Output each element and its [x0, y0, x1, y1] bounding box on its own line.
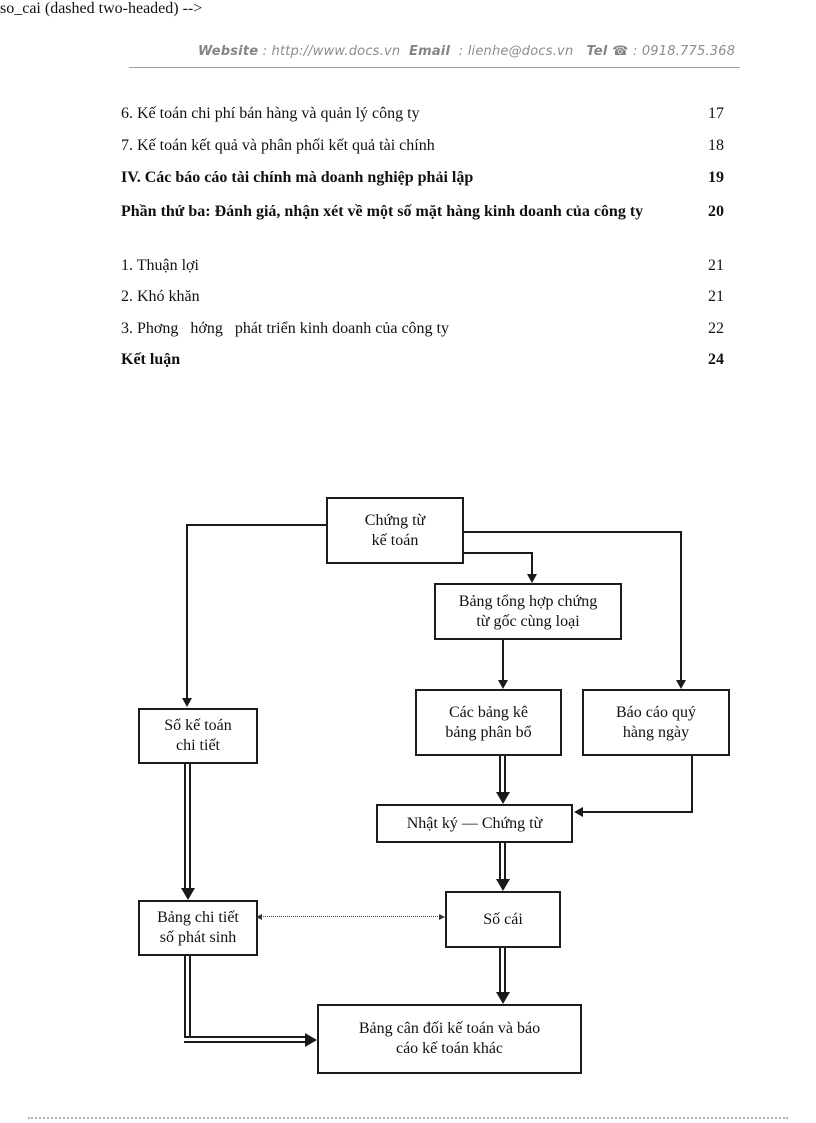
toc-row: 3. Phơng hớng phát triển kinh doanh của … [121, 318, 724, 339]
node-bang-chi-tiet: Bảng chi tiết số phát sinh [138, 900, 258, 956]
toc-item-label: 6. Kế toán chi phí bán hàng và quản lý c… [121, 105, 420, 122]
connector-bangchitiet-socai-dashed [261, 916, 440, 917]
arrowhead-to-cac-bang-ke [498, 680, 508, 689]
arrowhead-to-bang-can-doi-left [305, 1033, 317, 1047]
node-so-ke-toan-chi-tiet: Sổ kế toán chi tiết [138, 708, 258, 764]
node-bao-cao-quy: Báo cáo quý hàng ngày [582, 689, 730, 756]
connector-chungtu-right-h2 [464, 552, 533, 554]
arrowhead-to-bang-tong-hop [527, 574, 537, 583]
toc-page-number: 20 [708, 203, 724, 220]
arrowhead-to-bang-can-doi-top [496, 992, 510, 1004]
connector-nhatky-to-socai-dv [499, 843, 506, 879]
arrowhead-to-bao-cao-quy [676, 680, 686, 689]
header-email-label: Email [409, 44, 451, 59]
toc-page-number: 24 [708, 351, 724, 368]
arrowhead-dashed-left [256, 914, 262, 920]
toc-item-label: Kết luận [121, 351, 181, 368]
toc-item-label: 3. Phơng hớng phát triển kinh doanh của … [121, 320, 449, 337]
toc-row: 6. Kế toán chi phí bán hàng và quản lý c… [121, 103, 724, 124]
toc-row: 7. Kế toán kết quả và phân phối kết quả … [121, 135, 724, 156]
toc-item-label: 1. Thuận lợi [121, 257, 199, 274]
header-email-value: : lienhe@docs.vn [450, 44, 587, 59]
header-website-value: : http://www.docs.vn [258, 44, 409, 59]
toc-row: Kết luận 24 [121, 349, 724, 370]
node-bang-tong-hop: Bảng tổng hợp chứng từ gốc cùng loại [434, 583, 622, 640]
connector-baocao-to-nhatky-h [583, 811, 693, 813]
connector-bangchitiet-down-dv [184, 956, 191, 1043]
node-label: Nhật ký — Chứng từ [406, 814, 543, 832]
node-label: Báo cáo quý hàng ngày [616, 703, 696, 741]
connector-chungtu-left-v [186, 524, 188, 698]
footer-rule [28, 1117, 788, 1119]
node-cac-bang-ke: Các bảng kê bảng phân bổ [415, 689, 562, 756]
node-nhat-ky-chung-tu: Nhật ký — Chứng từ [376, 804, 573, 843]
node-label: Bảng chi tiết số phát sinh [157, 909, 239, 946]
connector-chungtu-right-h1 [464, 531, 682, 533]
connector-tonghop-to-bangke-v [502, 640, 504, 680]
page-header: Website : http://www.docs.vn Email : lie… [198, 44, 735, 64]
connector-socai-to-bangcandoi-dv [499, 948, 506, 992]
header-website-label: Website [198, 44, 259, 59]
toc-row: Phần thứ ba: Đánh giá, nhận xét về một s… [121, 199, 724, 224]
connector-chungtu-right-v2 [531, 552, 533, 574]
connector-bangke-to-nhatky-dv [499, 756, 506, 792]
header-rule [129, 67, 740, 68]
toc-page-number: 18 [708, 137, 724, 154]
arrowhead-to-so-ke-toan [182, 698, 192, 707]
node-bang-can-doi: Bảng cân đối kế toán và báo cáo kế toán … [317, 1004, 582, 1074]
connector-chungtu-left-h [187, 524, 326, 526]
arrowhead-to-bang-chi-tiet [181, 888, 195, 900]
toc-row: IV. Các báo cáo tài chính mà doanh nghiệ… [121, 167, 724, 188]
toc-item-label: IV. Các báo cáo tài chính mà doanh nghiệ… [121, 169, 474, 186]
connector-chungtu-right-v1 [680, 531, 682, 680]
node-label: Chứng từ kế toán [364, 511, 426, 549]
arrowhead-to-so-cai [496, 879, 510, 891]
toc-item-label: Phần thứ ba: Đánh giá, nhận xét về một s… [121, 203, 644, 220]
toc-row: 2. Khó khăn 21 [121, 286, 724, 307]
node-label: Bảng cân đối kế toán và báo cáo kế toán … [358, 1020, 541, 1057]
arrowhead-to-nhat-ky-right [574, 807, 583, 817]
node-label: Các bảng kê bảng phân bổ [445, 703, 532, 741]
phone-icon: ☎ [607, 44, 629, 59]
node-label: Sổ kế toán chi tiết [164, 717, 232, 754]
toc-page-number: 21 [708, 257, 724, 274]
toc-item-label: 2. Khó khăn [121, 288, 200, 305]
header-tel-label: Tel [586, 44, 608, 59]
connector-baocao-down-v [691, 756, 693, 813]
toc-page-number: 17 [708, 105, 724, 122]
connector-soketoan-to-bangchitiet-dv [184, 764, 191, 888]
node-label: Số cái [483, 910, 523, 928]
arrowhead-to-nhat-ky-top [496, 792, 510, 804]
connector-bangchitiet-right-dh [184, 1036, 305, 1043]
node-chung-tu-ke-toan: Chứng từ kế toán [326, 497, 464, 564]
node-so-cai: Số cái [445, 891, 561, 948]
arrowhead-dashed-right [439, 914, 445, 920]
toc-page-number: 19 [708, 169, 724, 186]
toc-page-number: 22 [708, 320, 724, 337]
toc-page-number: 21 [708, 288, 724, 305]
toc-row: 1. Thuận lợi 21 [121, 255, 724, 276]
node-label: Bảng tổng hợp chứng từ gốc cùng loại [458, 592, 598, 630]
toc-item-label: 7. Kế toán kết quả và phân phối kết quả … [121, 137, 435, 154]
header-tel-value: : 0918.775.368 [628, 44, 736, 59]
